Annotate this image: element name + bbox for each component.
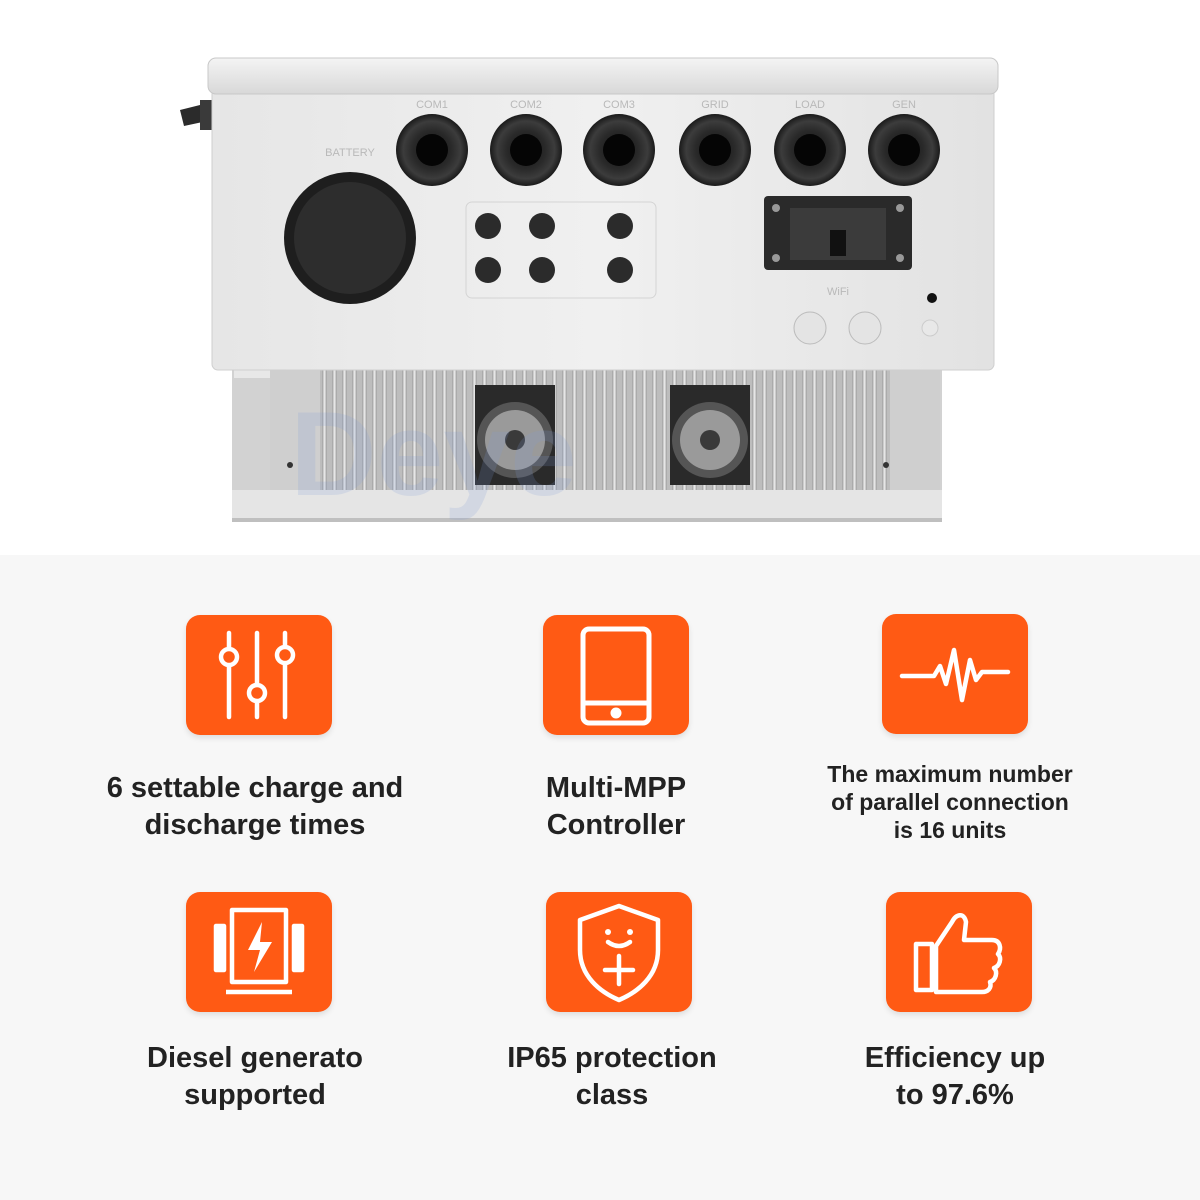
feature-label-multi-mpp: Multi-MPP Controller [545, 772, 687, 841]
feature-label-efficiency: Efficiency up to 97.6% [864, 1042, 1046, 1111]
port-label-com2: COM2 [510, 99, 542, 111]
feature-label-ip65: IP65 protection class [507, 1042, 717, 1111]
sliders-icon [186, 615, 332, 735]
tablet-icon [543, 615, 689, 735]
port-label-grid: GRID [701, 99, 729, 111]
port-label-load: LOAD [795, 99, 825, 111]
waveform-icon [882, 614, 1028, 734]
watermark-text: Deye [290, 387, 577, 521]
feature-label-diesel-generator: Diesel generato supported [147, 1042, 363, 1111]
feature-label-parallel-connection: The maximum number of parallel connectio… [827, 761, 1073, 843]
wifi-label: WiFi [827, 286, 849, 298]
port-label-com1: COM1 [416, 99, 448, 111]
feature-label-charge-times: 6 settable charge and discharge times [106, 772, 404, 841]
generator-icon [186, 892, 332, 1012]
shield-plus-icon [546, 892, 692, 1012]
port-label-com3: COM3 [603, 99, 635, 111]
battery-label: BATTERY [325, 147, 375, 159]
port-label-gen: GEN [892, 99, 916, 111]
inverter-product-image: COM1 COM2 COM3 GRID LOAD GEN BATTERY WiF… [170, 40, 1010, 540]
thumbs-up-icon [886, 892, 1032, 1012]
